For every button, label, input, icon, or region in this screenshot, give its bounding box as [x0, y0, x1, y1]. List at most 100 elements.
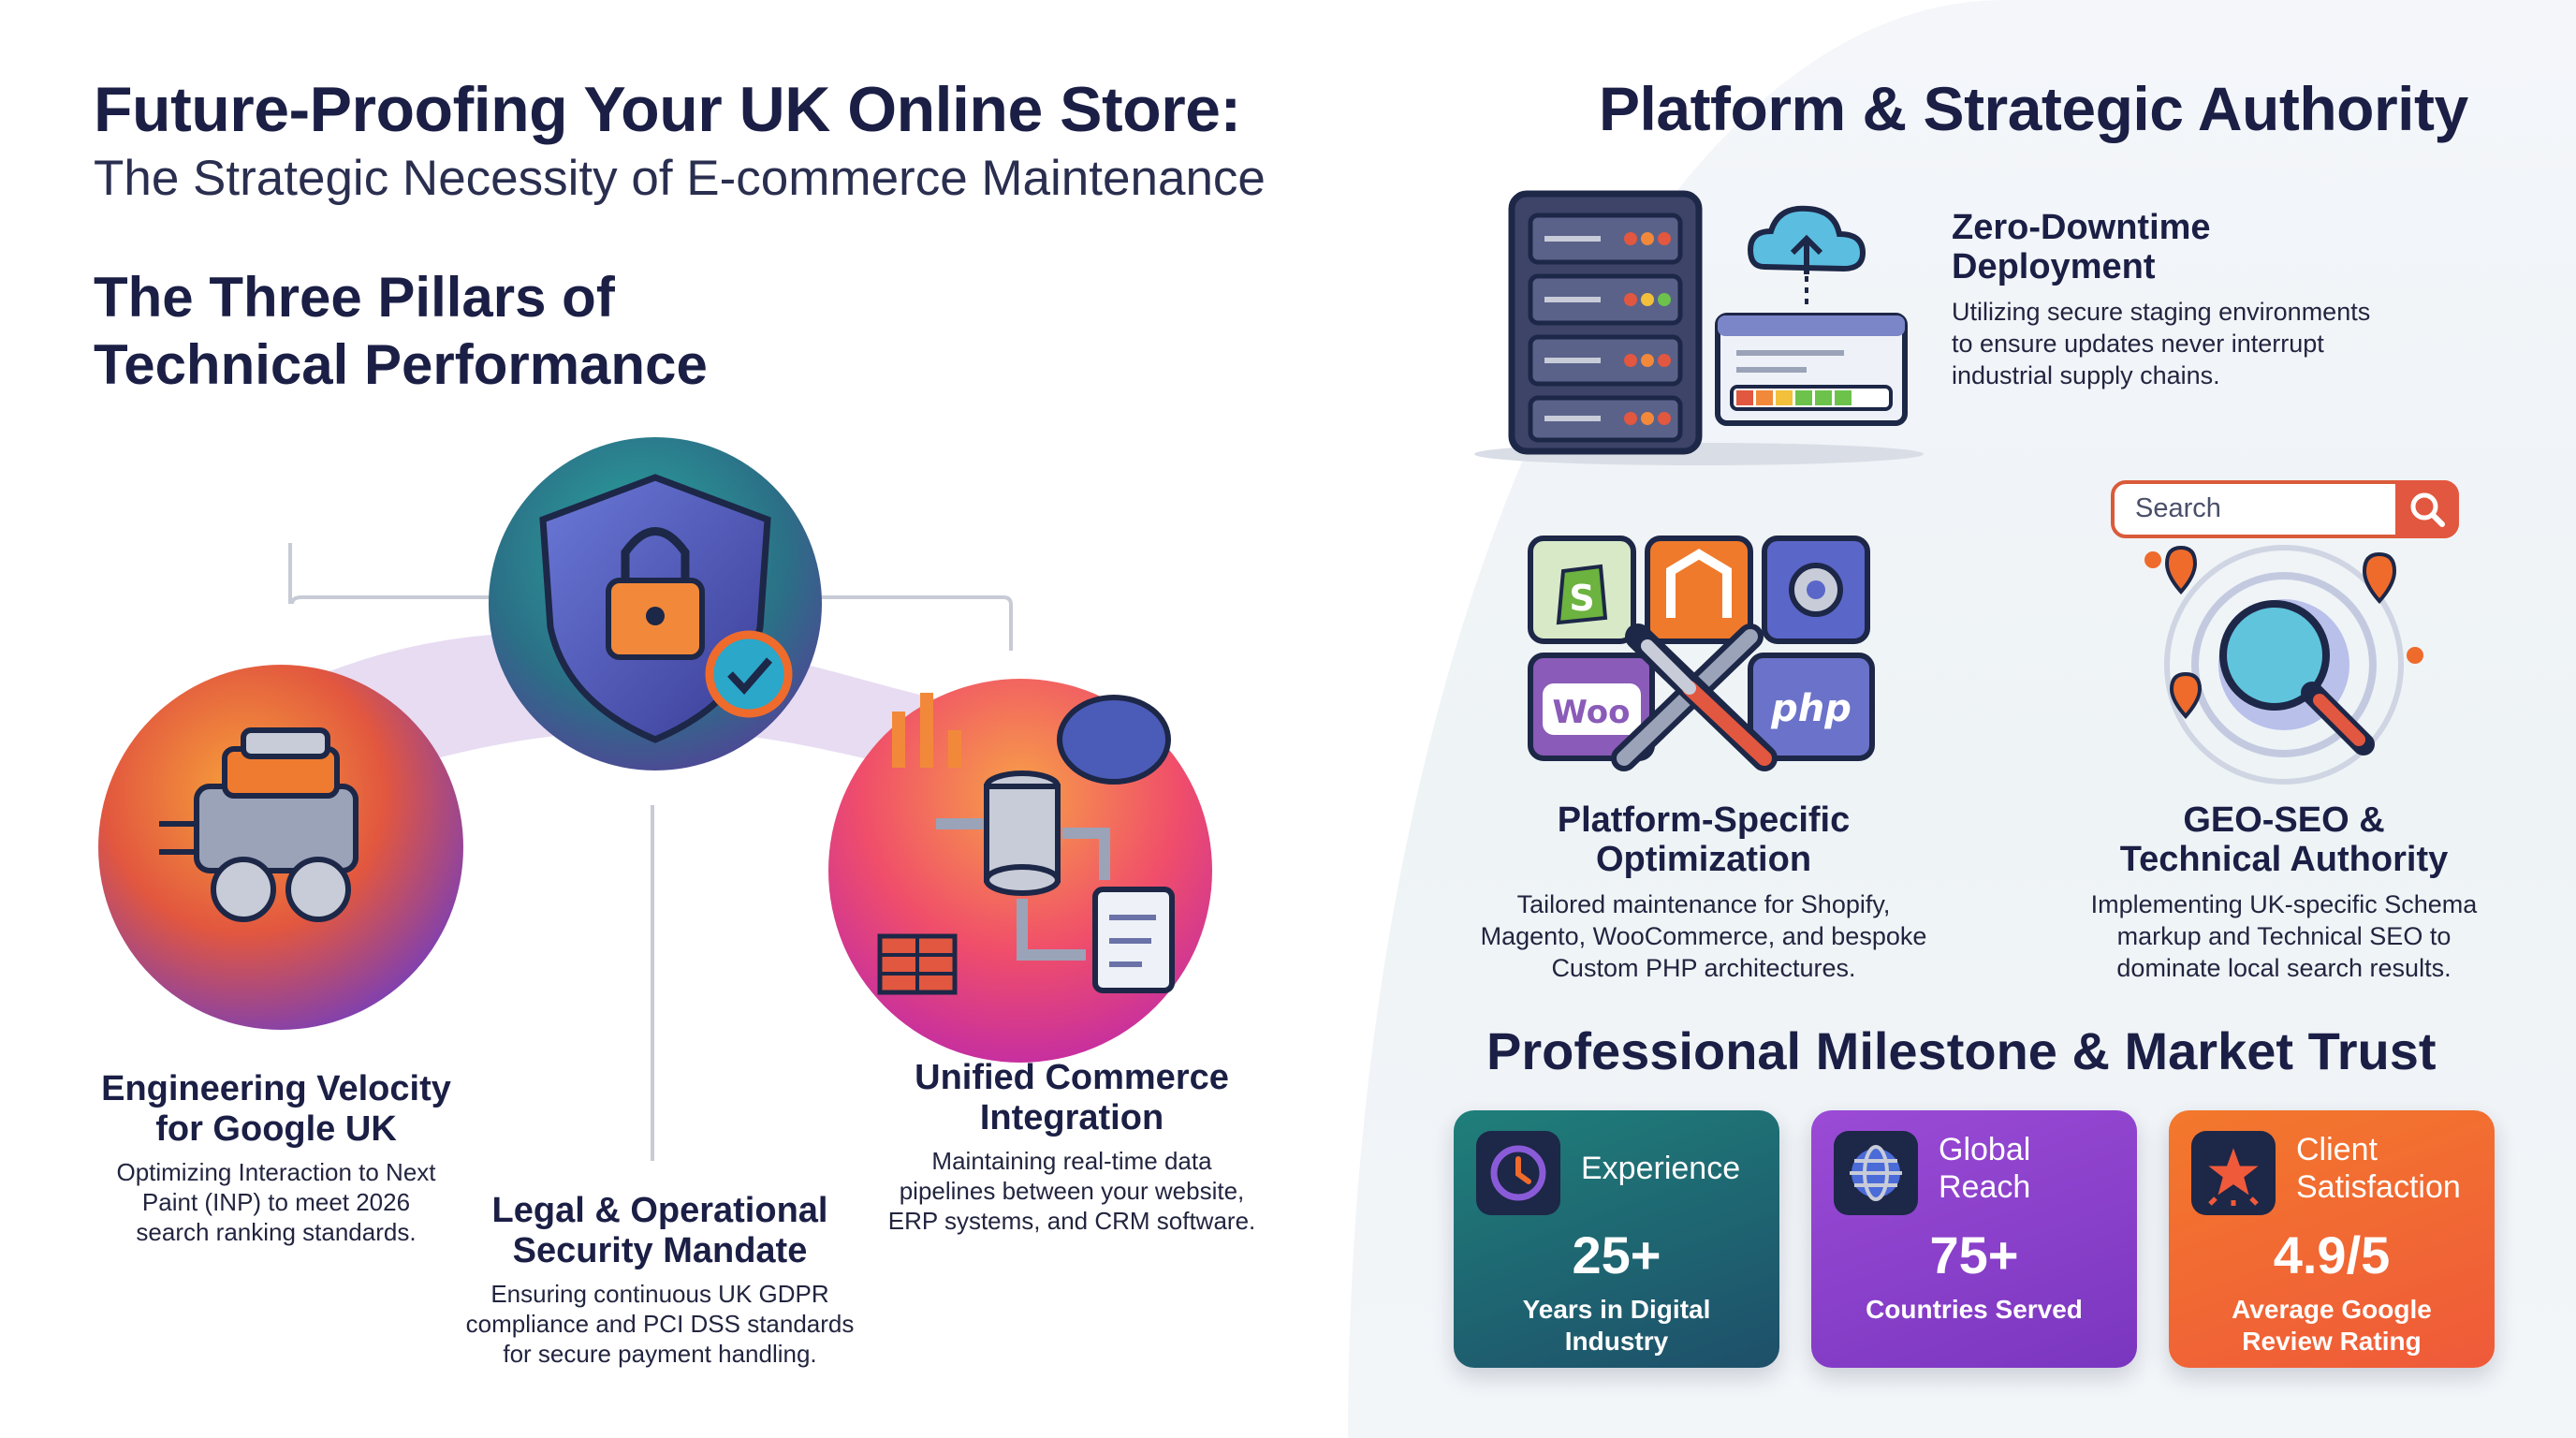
pillar-integration-title-line1: Unified Commerce: [915, 1058, 1229, 1097]
search-icon: [2410, 492, 2445, 527]
page-title: Future-Proofing Your UK Online Store:: [94, 74, 1241, 145]
server-illustration: [1474, 190, 1924, 465]
pillars-heading-line2: Technical Performance: [94, 333, 708, 396]
search-placeholder: Search: [2135, 493, 2221, 523]
trust-heading: Professional Milestone & Market Trust: [1486, 1021, 2437, 1080]
stat-experience-number: 25+: [1572, 1225, 1661, 1284]
engine-icon: [159, 727, 359, 922]
stat-experience-caption-line1: Years in Digital: [1522, 1295, 1711, 1324]
svg-text:S: S: [1569, 578, 1594, 619]
geo-seo-block: GEO-SEO & Technical Authority Implementi…: [2022, 800, 2546, 984]
pillars-illustration: [98, 437, 1212, 1161]
platform-opt-desc-line3: Custom PHP architectures.: [1551, 954, 1856, 982]
stat-client-caption: Average Google Review Rating: [2169, 1294, 2495, 1357]
pillar-integration-title-line2: Integration: [979, 1098, 1164, 1137]
stat-card-global-reach: Global Reach 75+ Countries Served: [1811, 1110, 2137, 1368]
pillar-velocity-desc-line1: Optimizing Interaction to Next: [116, 1158, 436, 1186]
pillar-security-desc: Ensuring continuous UK GDPR compliance a…: [449, 1279, 871, 1369]
tools-icon: [1611, 624, 1778, 771]
stat-client-label-line1: Client: [2296, 1132, 2378, 1167]
stat-client-label: Client Satisfaction: [2296, 1131, 2461, 1206]
stat-card-experience: Experience 25+ Years in Digital Industry: [1454, 1110, 1779, 1368]
globe-icon: [1834, 1131, 1918, 1215]
pillar-security-desc-line1: Ensuring continuous UK GDPR: [490, 1280, 829, 1308]
zero-downtime-title-line2: Deployment: [1952, 247, 2156, 286]
pillar-security-title: Legal & Operational Security Mandate: [449, 1191, 871, 1271]
pillar-velocity-title-line2: for Google UK: [155, 1109, 397, 1149]
platform-opt-block: Platform-Specific Optimization Tailored …: [1442, 800, 1966, 984]
stat-experience-caption: Years in Digital Industry: [1454, 1294, 1779, 1357]
shield-lock-icon: [539, 474, 793, 743]
server-rack-icon: [1508, 190, 1703, 455]
stat-experience-label: Experience: [1581, 1150, 1740, 1187]
search-bar[interactable]: Search: [2111, 480, 2459, 538]
stat-experience-caption-line2: Industry: [1564, 1327, 1669, 1356]
pillar-integration-desc-line3: ERP systems, and CRM software.: [887, 1207, 1256, 1235]
zero-downtime-desc-line2: to ensure updates never interrupt: [1952, 330, 2324, 358]
platform-logos-icon: S Woo php: [1528, 536, 1875, 771]
pillar-security-desc-line3: for secure payment handling.: [503, 1340, 817, 1368]
platform-opt-desc-line2: Magento, WooCommerce, and bespoke: [1480, 922, 1927, 950]
pillars-heading: The Three Pillars of Technical Performan…: [94, 264, 708, 399]
platform-opt-desc-line1: Tailored maintenance for Shopify,: [1516, 890, 1891, 918]
pillar-security-desc-line2: compliance and PCI DSS standards: [465, 1310, 855, 1338]
deploy-progress-window: [1715, 313, 1908, 426]
pillar-connector: [290, 595, 1013, 651]
zero-downtime-desc: Utilizing secure staging environments to…: [1952, 296, 2438, 391]
pillar-velocity-title: Engineering Velocity for Google UK: [75, 1069, 477, 1150]
platform-opt-title-line2: Optimization: [1595, 840, 1812, 879]
pillar-integration-desc-line1: Maintaining real-time data: [931, 1147, 1212, 1175]
stat-global-label-line1: Global: [1939, 1132, 2031, 1167]
platform-opt-desc: Tailored maintenance for Shopify, Magent…: [1442, 888, 1966, 984]
pillar-integration-desc-line2: pipelines between your website,: [899, 1177, 1245, 1205]
zero-downtime-desc-line1: Utilizing secure staging environments: [1952, 298, 2371, 326]
platform-heading: Platform & Strategic Authority: [1599, 74, 2468, 143]
geo-seo-desc-line3: dominate local search results.: [2116, 954, 2452, 982]
pillar-security-title-line2: Security Mandate: [512, 1231, 808, 1270]
php-logo: [1748, 653, 1875, 761]
stat-global-caption-line1: Countries Served: [1866, 1295, 2083, 1324]
stat-client-number: 4.9/5: [2273, 1225, 2391, 1284]
stat-global-label: Global Reach: [1939, 1131, 2030, 1206]
geo-seo-title-line2: Technical Authority: [2119, 840, 2449, 879]
stat-card-client-satisfaction: Client Satisfaction 4.9/5 Average Google…: [2169, 1110, 2495, 1368]
php-logo-text: php: [1770, 687, 1852, 730]
stat-client-caption-line1: Average Google: [2232, 1295, 2432, 1324]
pillar-velocity: Engineering Velocity for Google UK Optim…: [75, 1069, 477, 1247]
pillar-velocity-title-line1: Engineering Velocity: [101, 1069, 451, 1108]
stat-global-number: 75+: [1929, 1225, 2019, 1284]
platform-opt-title: Platform-Specific Optimization: [1442, 800, 1966, 879]
woo-logo-text: Woo: [1552, 694, 1630, 731]
stat-client-label-line2: Satisfaction: [2296, 1169, 2461, 1205]
geo-seo-desc-line1: Implementing UK-specific Schema: [2090, 890, 2478, 918]
pillar-velocity-desc-line3: search ranking standards.: [136, 1218, 417, 1246]
geo-seo-desc: Implementing UK-specific Schema markup a…: [2022, 888, 2546, 984]
pillar-velocity-desc: Optimizing Interaction to Next Paint (IN…: [75, 1157, 477, 1247]
geo-seo-desc-line2: markup and Technical SEO to: [2116, 922, 2452, 950]
pillar-integration-title: Unified Commerce Integration: [861, 1058, 1282, 1138]
pillar-security-title-line1: Legal & Operational: [491, 1191, 828, 1230]
data-integration-icon: [877, 693, 1175, 995]
search-button[interactable]: [2395, 480, 2459, 538]
geo-seo-title-line1: GEO-SEO &: [2183, 800, 2385, 840]
page-subtitle: The Strategic Necessity of E-commerce Ma…: [94, 151, 1266, 206]
stat-client-caption-line2: Review Rating: [2242, 1327, 2422, 1356]
stat-experience-label-line1: Experience: [1581, 1151, 1741, 1186]
zero-downtime-title-line1: Zero-Downtime: [1952, 208, 2211, 247]
stat-global-caption: Countries Served: [1811, 1294, 2137, 1326]
zero-downtime-title: Zero-Downtime Deployment: [1952, 208, 2438, 286]
star-icon: [2191, 1131, 2276, 1215]
pillar-security: Legal & Operational Security Mandate Ens…: [449, 1191, 871, 1369]
pillar-integration: Unified Commerce Integration Maintaining…: [861, 1058, 1282, 1236]
magnifier-map-icon: [2144, 545, 2423, 785]
zero-downtime-block: Zero-Downtime Deployment Utilizing secur…: [1952, 208, 2438, 391]
pillar-velocity-desc-line2: Paint (INP) to meet 2026: [141, 1188, 411, 1216]
stat-global-label-line2: Reach: [1939, 1169, 2031, 1205]
pillar-integration-desc: Maintaining real-time data pipelines bet…: [861, 1146, 1282, 1236]
geo-seo-title: GEO-SEO & Technical Authority: [2022, 800, 2546, 879]
cloud-upload-icon: [1747, 205, 1866, 309]
pillars-heading-line1: The Three Pillars of: [94, 266, 615, 329]
zero-downtime-desc-line3: industrial supply chains.: [1952, 361, 2220, 389]
clock-icon: [1476, 1131, 1560, 1215]
platform-opt-title-line1: Platform-Specific: [1557, 800, 1851, 840]
